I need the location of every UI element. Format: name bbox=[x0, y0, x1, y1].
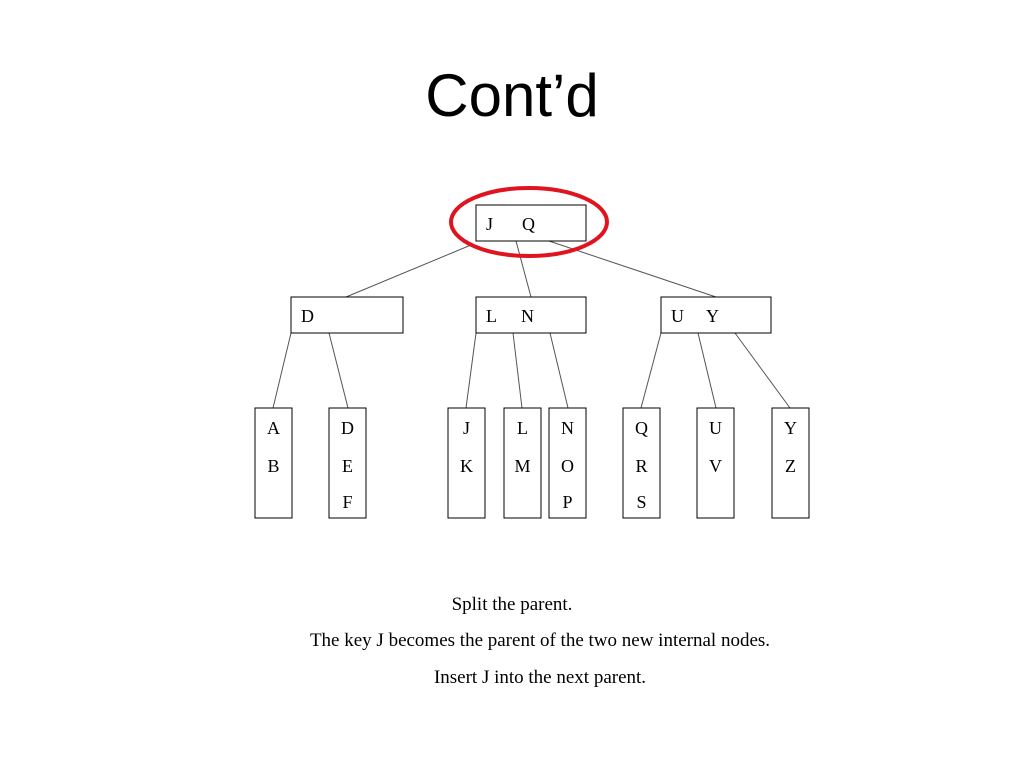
leaf-node-5-box bbox=[548, 407, 587, 519]
edge-internal-to-leaf-5 bbox=[549, 332, 569, 409]
leaf-node-8-key-2: Z bbox=[785, 456, 796, 476]
leaf-node-4-key-1: L bbox=[517, 418, 528, 438]
root-highlight-circle bbox=[449, 186, 609, 258]
root-node-key-2: Q bbox=[522, 214, 535, 234]
caption-line-3: Insert J into the next parent. bbox=[433, 667, 647, 688]
leaf-node-3-key-1: J bbox=[463, 418, 470, 438]
leaf-node-1-key-2: B bbox=[267, 456, 279, 476]
leaf-node-5-key-3: P bbox=[562, 492, 572, 512]
leaf-node-8-box bbox=[771, 407, 810, 519]
internal-node-3-key-1: U bbox=[671, 306, 684, 326]
leaf-node-6-key-1: Q bbox=[635, 418, 648, 438]
internal-node-2-key-1: L bbox=[486, 306, 497, 326]
edge-root-to-internal-2 bbox=[515, 240, 532, 298]
leaf-node-2-key-1: D bbox=[341, 418, 354, 438]
leaf-node-3-box bbox=[447, 407, 486, 519]
leaf-node-7-box bbox=[696, 407, 735, 519]
edge-internal-to-leaf-2 bbox=[328, 332, 349, 409]
leaf-node-6-box bbox=[622, 407, 661, 519]
internal-node-3-box bbox=[660, 296, 772, 334]
leaf-node-7: UV bbox=[696, 407, 735, 519]
leaf-node-7-key-1: U bbox=[709, 418, 722, 438]
leaf-node-5: NOP bbox=[548, 407, 587, 519]
leaf-node-4-box bbox=[503, 407, 542, 519]
root-node-key-1: J bbox=[486, 214, 493, 234]
leaf-node-7-key-2: V bbox=[709, 456, 722, 476]
leaf-node-3: JK bbox=[447, 407, 486, 519]
leaf-node-6-key-3: S bbox=[636, 492, 646, 512]
edge-internal-to-leaf-8 bbox=[734, 332, 791, 409]
edge-internal-to-leaf-4 bbox=[512, 332, 523, 409]
internal-node-1-box bbox=[290, 296, 404, 334]
leaf-node-1: AB bbox=[254, 407, 293, 519]
leaf-node-2-key-3: F bbox=[342, 492, 352, 512]
leaf-node-5-key-2: O bbox=[561, 456, 574, 476]
internal-node-1: D bbox=[290, 296, 404, 334]
internal-node-1-key-1: D bbox=[301, 306, 314, 326]
leaf-node-4-key-2: M bbox=[514, 456, 530, 476]
edge-internal-to-leaf-7 bbox=[697, 332, 717, 409]
leaf-node-2-box bbox=[328, 407, 367, 519]
edge-internal-to-leaf-1 bbox=[272, 332, 292, 409]
leaf-node-6: QRS bbox=[622, 407, 661, 519]
edge-internal-to-leaf-6 bbox=[640, 332, 662, 409]
leaf-node-8: YZ bbox=[771, 407, 810, 519]
leaf-node-5-key-1: N bbox=[561, 418, 574, 438]
slide-title: Cont’d bbox=[425, 62, 599, 129]
caption-line-1: Split the parent. bbox=[451, 594, 573, 615]
leaf-node-8-key-1: Y bbox=[784, 418, 797, 438]
leaf-node-2: DEF bbox=[328, 407, 367, 519]
leaf-node-3-key-2: K bbox=[460, 456, 473, 476]
internal-node-2-box bbox=[475, 296, 587, 334]
internal-node-3-key-2: Y bbox=[706, 306, 719, 326]
root-node-box bbox=[475, 204, 587, 242]
leaf-node-4: LM bbox=[503, 407, 542, 519]
leaf-node-1-box bbox=[254, 407, 293, 519]
edge-internal-to-leaf-3 bbox=[465, 332, 477, 409]
leaf-node-2-key-2: E bbox=[342, 456, 353, 476]
leaf-node-1-key-1: A bbox=[267, 418, 280, 438]
edge-root-to-internal-1 bbox=[345, 244, 472, 298]
caption-line-2: The key J becomes the parent of the two … bbox=[309, 630, 771, 651]
leaf-node-6-key-2: R bbox=[635, 456, 647, 476]
internal-node-2-key-2: N bbox=[521, 306, 534, 326]
